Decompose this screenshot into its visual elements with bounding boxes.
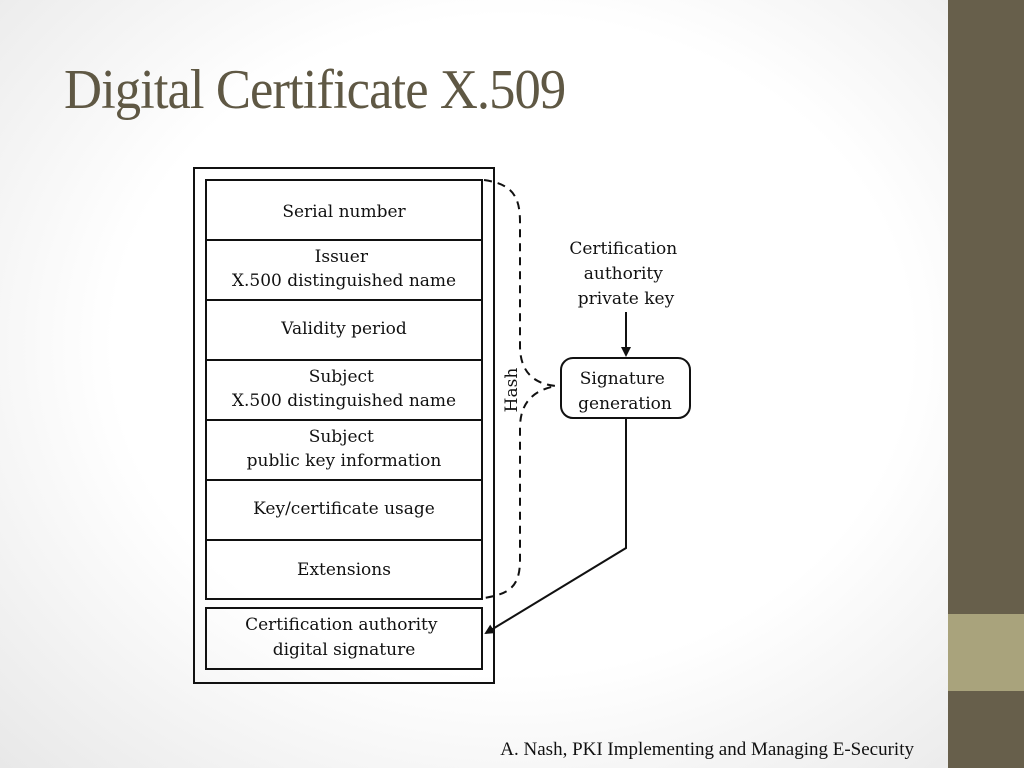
slide-title: Digital Certificate X.509	[64, 59, 566, 121]
field-key-certificate-usage: Key/certificate usage	[253, 499, 435, 519]
signature-field-box	[205, 607, 483, 670]
field-validity-period: Validity period	[280, 319, 407, 339]
ca-private-key-label: Certification authority private key	[569, 239, 682, 309]
hash-label: Hash	[502, 368, 522, 413]
hash-brace	[483, 179, 557, 599]
source-citation: A. Nash, PKI Implementing and Managing E…	[500, 739, 914, 760]
field-extensions: Extensions	[297, 560, 391, 580]
field-issuer: Issuer X.500 distinguished name	[232, 247, 456, 291]
field-subject-name: Subject X.500 distinguished name	[232, 367, 456, 411]
sidebar-accent-block	[948, 614, 1024, 691]
field-subject-public-key: Subject public key information	[247, 427, 442, 471]
signature-generation-label: Signature generation	[578, 369, 672, 414]
field-serial-number: Serial number	[282, 202, 406, 222]
certificate-outer-border	[193, 167, 495, 684]
signature-output-arrow	[484, 418, 627, 635]
field-ca-digital-signature: Certification authority digital signatur…	[245, 615, 443, 660]
certificate-fields-box	[205, 179, 483, 600]
field-dividers	[206, 239, 482, 541]
